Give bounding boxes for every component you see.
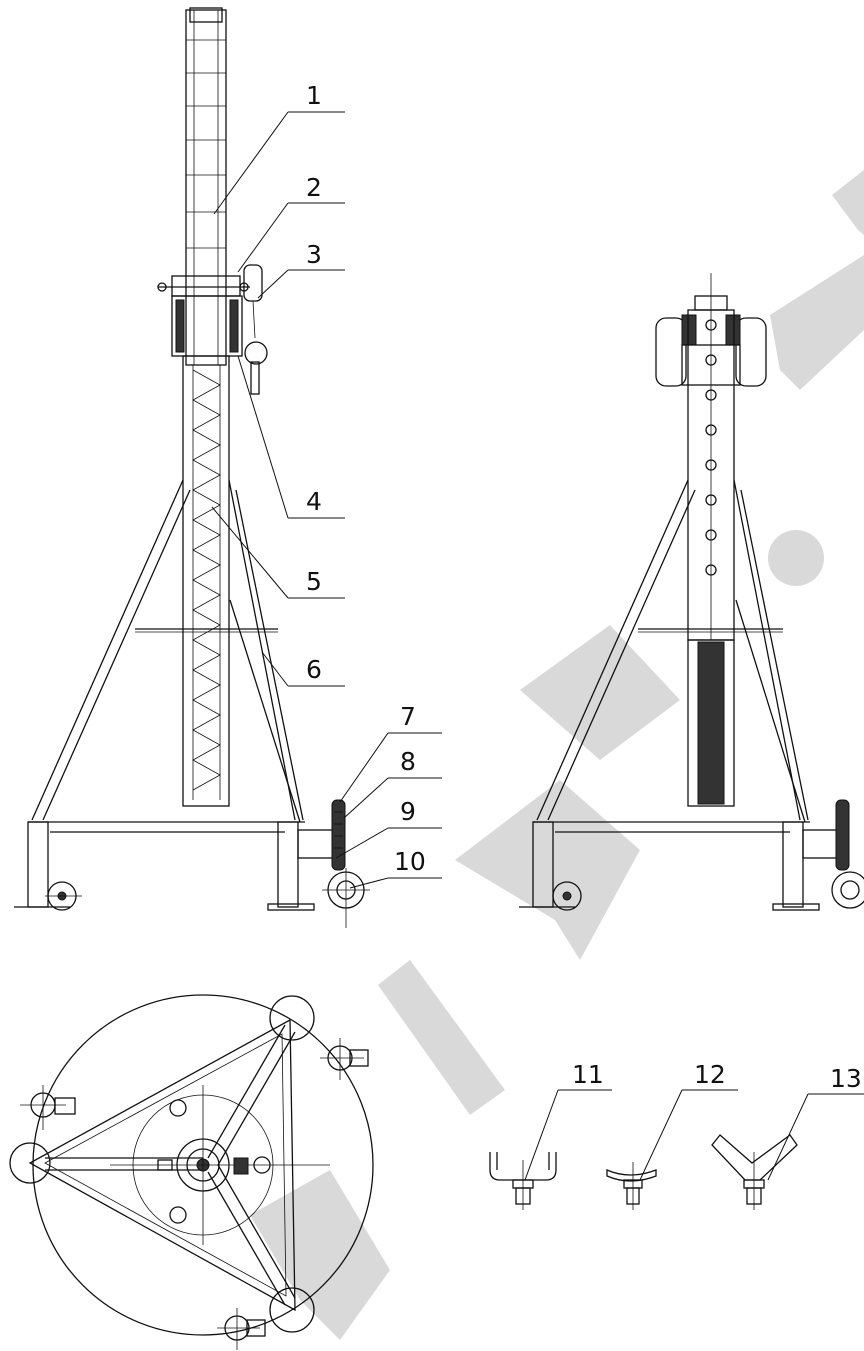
callout-8: 8: [400, 747, 416, 776]
head-variant-12: [606, 1162, 657, 1210]
callout-1: 1: [306, 81, 322, 110]
head-variant-11: [489, 1152, 557, 1210]
callout-13: 13: [830, 1064, 862, 1093]
callout-5: 5: [306, 567, 322, 596]
top-view: [9, 994, 374, 1350]
callout-7: 7: [400, 702, 416, 731]
head-variant-13: [711, 1134, 798, 1210]
callout-6: 6: [306, 655, 322, 684]
side-view: [519, 273, 864, 911]
front-view: [14, 7, 370, 928]
watermark-logo: [250, 170, 864, 1340]
callout-2: 2: [306, 173, 322, 202]
callout-4: 4: [306, 487, 322, 516]
callout-10: 10: [394, 847, 426, 876]
callout-11: 11: [572, 1060, 604, 1089]
callout-12: 12: [694, 1060, 726, 1089]
callout-labels: 1 2 3 4 5 6 7 8 9 10 11 12 13: [306, 81, 862, 1093]
callout-3: 3: [306, 240, 322, 269]
callout-9: 9: [400, 797, 416, 826]
leader-lines: [211, 111, 864, 1181]
